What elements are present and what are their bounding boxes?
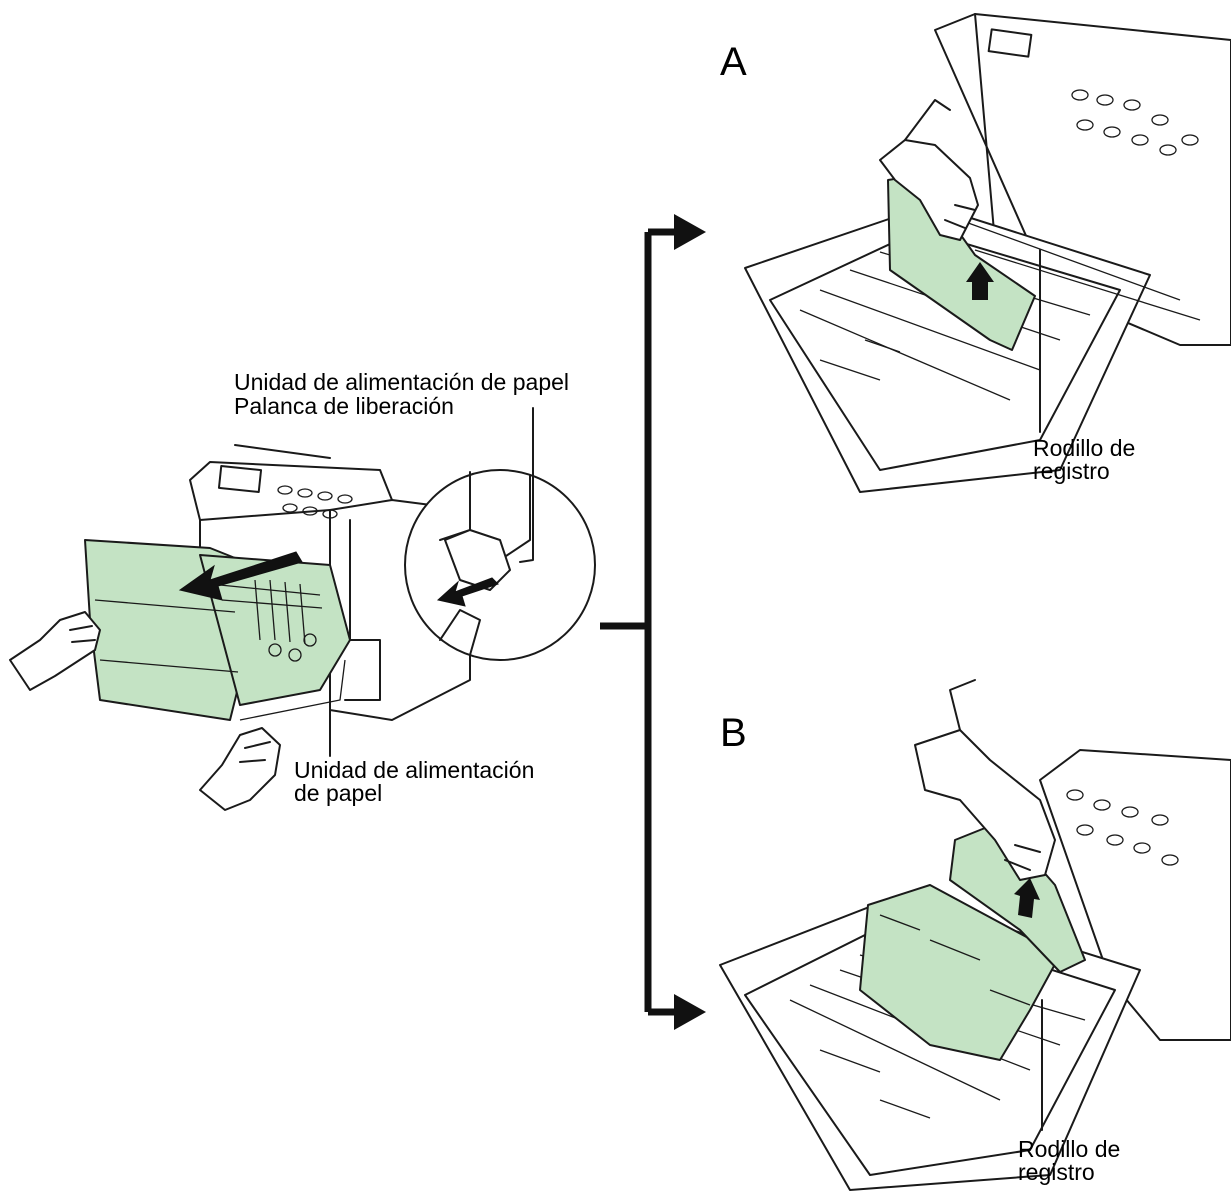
branch-arrow-icon <box>674 214 706 250</box>
hand-icon <box>9 611 281 811</box>
roller-b-label-line2: registro <box>1018 1159 1095 1185</box>
panel-b-illustration <box>719 679 1231 1191</box>
roller-a-label-line1: Rodillo de <box>1033 435 1136 461</box>
feed-unit-label-line2: de papel <box>294 780 383 806</box>
hand-icon <box>914 679 1056 881</box>
roller-b-label-line1: Rodillo de <box>1018 1136 1121 1162</box>
branch-arrow-icon <box>674 994 706 1030</box>
lift-arrow-icon <box>1014 878 1040 918</box>
release-lever-leader <box>519 407 534 563</box>
feed-unit-release-label-line1: Unidad de alimentación de papel <box>234 369 570 395</box>
feed-unit-release-label-line2: Palanca de liberación <box>234 393 454 419</box>
lift-arrow-icon <box>966 262 994 300</box>
hand-icon <box>879 99 979 241</box>
roller-a-label-line2: registro <box>1033 458 1110 484</box>
pull-arrow-icon <box>178 551 303 601</box>
case-b-letter: B <box>720 711 747 755</box>
case-a-letter: A <box>720 40 747 84</box>
panel-a-illustration <box>744 13 1231 493</box>
branch-connector <box>600 214 706 1030</box>
lever-arrow-icon <box>436 577 499 607</box>
printer-left-illustration <box>9 444 471 811</box>
release-lever-inset <box>404 469 596 661</box>
feed-unit-label-line1: Unidad de alimentación <box>294 757 535 783</box>
